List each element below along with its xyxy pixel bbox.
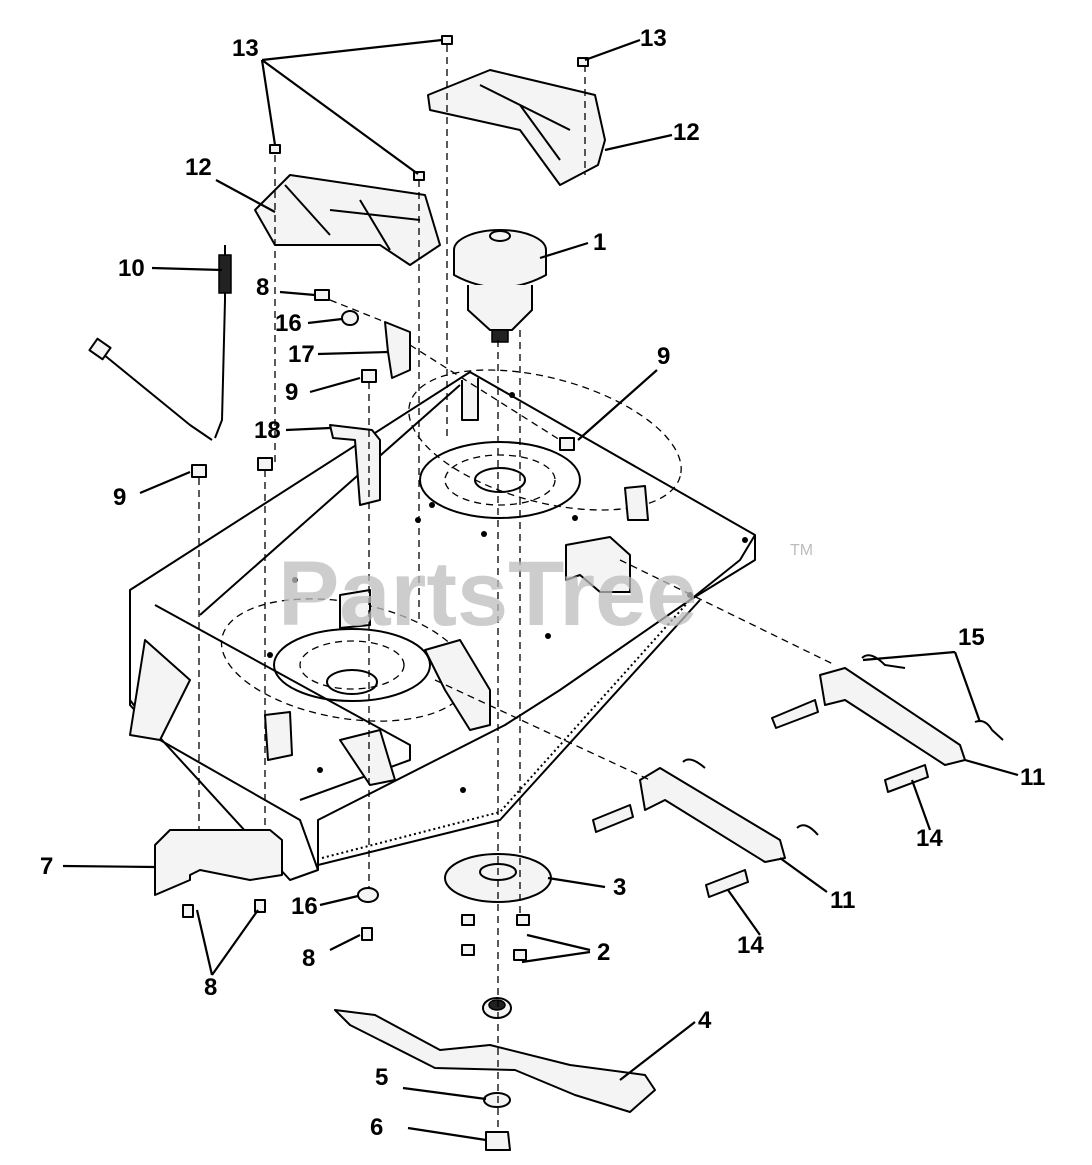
washer-16-upper [341, 310, 359, 326]
spindle-mount-right [419, 441, 581, 519]
hairpin-clip-upper [861, 654, 906, 669]
callout-3: 3 [613, 874, 626, 901]
callout-8-lower-left: 8 [204, 974, 217, 1001]
cutting-blade [334, 1009, 656, 1113]
blade-washer [483, 1092, 511, 1108]
svg-text:PartsTree: PartsTree [278, 543, 697, 645]
bracket-7 [154, 829, 283, 896]
callout-17: 17 [288, 341, 315, 368]
washer-16-lower [357, 887, 379, 903]
lift-arm-left [639, 767, 786, 863]
nuts-9 [191, 369, 575, 478]
leader-lines [62, 38, 1019, 1142]
callout-5: 5 [375, 1064, 388, 1091]
bolts-2 [461, 914, 530, 961]
callout-11-left: 11 [830, 887, 855, 914]
spindle-mount-left [273, 628, 431, 702]
hairpin-clip-b [796, 824, 819, 836]
belt-cover-left [254, 174, 441, 266]
callout-13-right: 13 [640, 25, 667, 52]
callout-9-center: 9 [285, 379, 298, 406]
callout-12-right: 12 [673, 119, 700, 146]
pin-lower-right [884, 764, 929, 793]
bolts-8 [182, 289, 373, 941]
lift-arm-right [819, 667, 966, 766]
svg-text:TM: TM [790, 542, 813, 559]
pin-upper-right [771, 699, 819, 729]
callout-11-right: 11 [1020, 764, 1045, 791]
mower-deck [129, 369, 756, 881]
callout-7: 7 [40, 853, 53, 880]
callout-12-left: 12 [185, 154, 212, 181]
callout-1: 1 [593, 229, 606, 256]
spindle-pulley [453, 229, 547, 343]
partstree-watermark: PartsTree TM [278, 542, 813, 645]
assembly-axes [198, 45, 836, 1130]
callout-9-right: 9 [657, 343, 670, 370]
callout-18: 18 [254, 417, 281, 444]
belt-cover-right [427, 69, 606, 186]
callout-8-upper: 8 [256, 274, 269, 301]
pin-upper-left [592, 804, 634, 833]
callout-16-upper: 16 [275, 310, 302, 337]
callout-9-left: 9 [113, 484, 126, 511]
pin-lower-left [705, 869, 749, 898]
hairpin-clip-lower [974, 720, 1004, 741]
deck-cable [88, 245, 232, 441]
screws-13 [269, 35, 589, 181]
callout-8-lower-center: 8 [302, 945, 315, 972]
adapter-plate [444, 853, 552, 903]
bracket-17 [384, 321, 411, 379]
callout-14-right: 14 [916, 825, 943, 852]
callout-4: 4 [698, 1007, 712, 1034]
hairpin-clip-a [682, 758, 706, 769]
callout-6: 6 [370, 1114, 383, 1141]
blade-hub [482, 997, 512, 1019]
bracket-18 [329, 424, 381, 506]
blade-nut [485, 1131, 511, 1151]
callout-10: 10 [118, 255, 145, 282]
callout-numbers: 1 2 3 4 5 6 7 8 8 8 9 9 9 10 11 11 12 12… [40, 25, 1045, 1141]
callout-13-left: 13 [232, 35, 259, 62]
callout-2: 2 [597, 939, 610, 966]
callout-15: 15 [958, 624, 985, 651]
callout-16-lower: 16 [291, 893, 318, 920]
callout-14-left: 14 [737, 932, 764, 959]
